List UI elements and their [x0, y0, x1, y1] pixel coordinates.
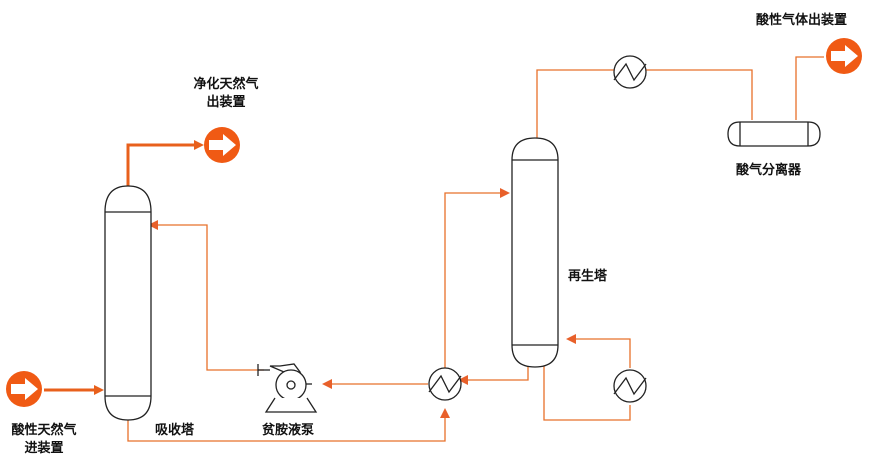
overhead-vapor-line	[536, 69, 614, 138]
acid-gas-outlet-line	[795, 56, 824, 120]
sour-gas-inlet-label-line1: 酸性天然气	[11, 423, 77, 438]
reboiler-feed-line	[543, 360, 631, 421]
exchanger-to-regenerator-line	[444, 188, 510, 368]
sweet-gas-outlet-label-line1: 净化天然气	[193, 77, 259, 92]
regenerator-label: 再生塔	[568, 269, 608, 284]
condenser-to-separator-line	[646, 69, 753, 120]
sour-gas-inlet-icon	[6, 371, 42, 407]
rich-amine-line	[127, 408, 450, 442]
lean-amine-pump-icon	[257, 363, 318, 413]
regenerator-column	[511, 137, 559, 368]
sweet-gas-outlet-label-line2: 出装置	[206, 95, 246, 110]
sweet-gas-outlet-icon	[204, 127, 240, 163]
acid-gas-outlet-label: 酸性气体出装置	[756, 13, 848, 28]
lean-amine-line	[458, 360, 529, 385]
sour-gas-inlet-label: 酸性天然气 进装置	[4, 422, 84, 458]
reboiler-icon	[613, 369, 647, 403]
acid-gas-separator	[727, 121, 821, 147]
sour-gas-inlet-arrowhead	[94, 385, 104, 395]
reboiler-return-line	[566, 334, 631, 368]
pump-label: 贫胺液泵	[262, 423, 315, 438]
sweet-gas-outlet-label: 净化天然气 出装置	[186, 76, 266, 112]
absorber-column	[104, 185, 152, 421]
sour-gas-inlet-label-line2: 进装置	[24, 441, 64, 456]
overhead-condenser-icon	[613, 55, 647, 89]
acid-gas-outlet-icon	[826, 38, 862, 74]
absorber-label: 吸收塔	[155, 423, 195, 438]
sweet-gas-outlet-line	[126, 143, 198, 186]
sweet-gas-outlet-arrowhead	[194, 140, 204, 150]
lean-rich-exchanger-icon	[428, 367, 462, 401]
pump-to-absorber-line	[148, 220, 264, 371]
acid-gas-separator-label: 酸气分离器	[736, 163, 802, 178]
